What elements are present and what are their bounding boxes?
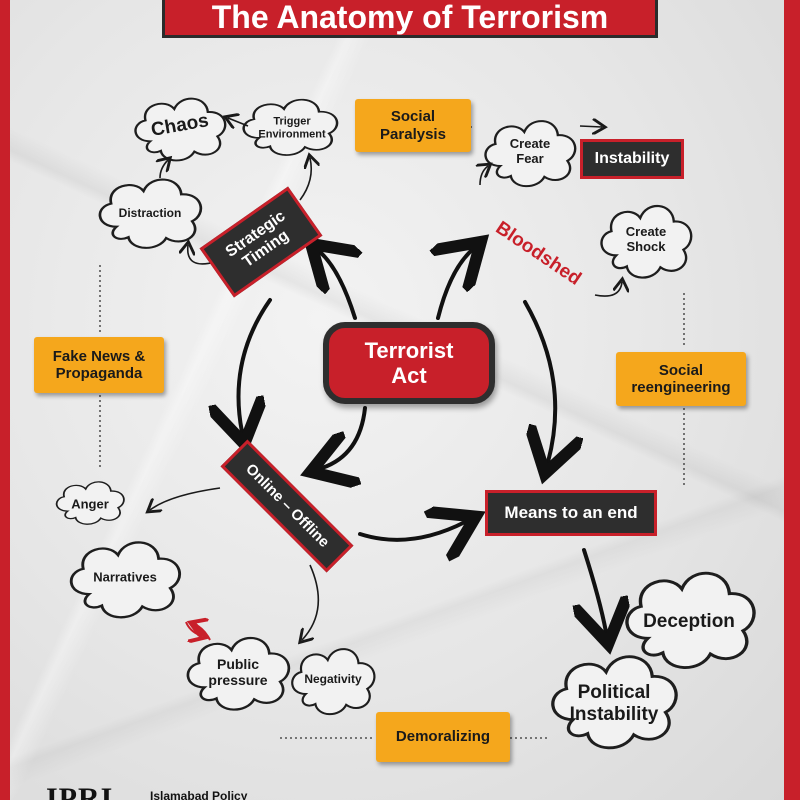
infographic-page: The Anatomy of Terrorism (10, 0, 784, 800)
page-title: The Anatomy of Terrorism (162, 0, 658, 38)
instability-box: Instability (580, 139, 684, 179)
negativity-label: Negativity (304, 672, 362, 687)
trigger-environment-label: Trigger Environment (258, 115, 326, 140)
social-reengineering-box: Social reengineering (616, 352, 746, 406)
thought-clouds (57, 99, 754, 748)
public-pressure-label: Public pressure (208, 655, 268, 688)
demoralizing-box: Demoralizing (376, 712, 510, 762)
ipri-logo: IPRI (46, 782, 114, 800)
narratives-label: Narratives (93, 569, 157, 585)
terrorist-act-center: Terrorist Act (323, 322, 495, 404)
logo-subtitle: Islamabad Policy (150, 789, 248, 800)
create-fear-label: Create Fear (509, 136, 551, 166)
political-instability-label: Political Instability (569, 682, 659, 725)
red-cycle-arrows (185, 622, 211, 640)
create-shock-label: Create Shock (625, 224, 667, 254)
deception-label: Deception (643, 611, 735, 633)
anger-label: Anger (71, 496, 109, 512)
distraction-label: Distraction (118, 206, 182, 221)
bold-connectors (239, 250, 607, 632)
diagram-canvas (10, 0, 784, 800)
fake-news-box: Fake News & Propaganda (34, 337, 164, 393)
social-paralysis-box: Social Paralysis (355, 99, 471, 152)
means-to-an-end-box: Means to an end (485, 490, 657, 536)
